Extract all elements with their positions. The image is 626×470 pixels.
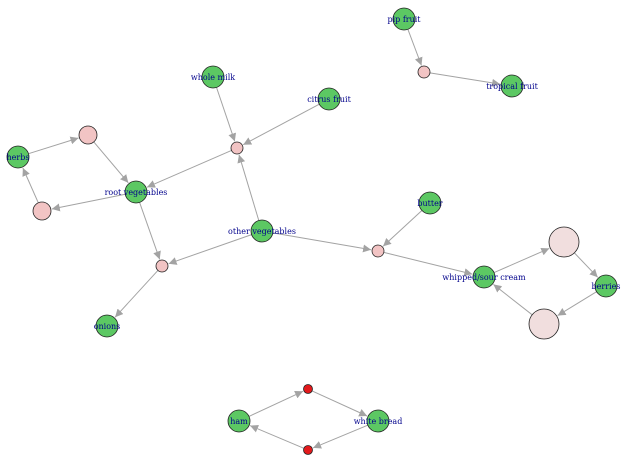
labels-layer: pip fruit tropical fruit whole milk citrus …: [7, 15, 621, 426]
edge-r5-to-onions: [114, 270, 159, 318]
item-label-other_vegetables: other vegetables: [228, 227, 296, 236]
item-label-whole_milk: whole milk: [191, 73, 235, 82]
edge-other_vegetables-to-r6: [272, 232, 372, 253]
item-node-other_vegetables[interactable]: [250, 219, 274, 243]
edge-r8-to-whipped_sour_cream: [493, 284, 533, 316]
item-label-onions: onions: [94, 322, 121, 331]
rule-node-r5[interactable]: [155, 259, 169, 273]
item-label-citrus_fruit: citrus fruit: [307, 95, 351, 104]
item-label-ham: ham: [230, 417, 248, 426]
item-node-pip_fruit[interactable]: [392, 7, 416, 31]
edge-r9-to-white_bread: [311, 390, 368, 417]
item-label-butter: butter: [417, 199, 442, 208]
item-label-herbs: herbs: [7, 153, 30, 162]
edge-butter-to-r6: [382, 210, 423, 247]
item-node-tropical_fruit[interactable]: [500, 74, 524, 98]
rule-node-r10[interactable]: [303, 445, 313, 455]
item-node-root_vegetables[interactable]: [124, 180, 148, 204]
rule-node-r1[interactable]: [417, 65, 431, 79]
item-node-ham[interactable]: [227, 409, 251, 433]
item-label-berries: berries: [592, 282, 621, 291]
edge-root_vegetables-to-r5: [139, 202, 161, 260]
item-label-white_bread: white bread: [354, 417, 403, 426]
item-label-tropical_fruit: tropical fruit: [486, 82, 538, 91]
rule-node-r8[interactable]: [528, 308, 560, 340]
edge-r2-to-root_vegetables: [146, 149, 232, 188]
item-node-herbs[interactable]: [6, 145, 30, 169]
edge-white_bread-to-r10: [312, 424, 368, 449]
nodes-layer: [6, 7, 618, 455]
item-label-pip_fruit: pip fruit: [387, 15, 421, 24]
rule-node-r6[interactable]: [371, 244, 385, 258]
rule-node-r4[interactable]: [32, 201, 52, 221]
item-label-root_vegetables: root vegetables: [105, 188, 168, 197]
rule-node-r3[interactable]: [78, 125, 98, 145]
item-node-whipped_sour_cream[interactable]: [472, 265, 496, 289]
edge-r7-to-berries: [574, 252, 599, 278]
edge-berries-to-r8: [557, 291, 597, 317]
edge-r1-to-tropical_fruit: [429, 72, 501, 87]
rule-node-r2[interactable]: [230, 141, 244, 155]
edge-other_vegetables-to-r5: [168, 234, 252, 265]
edge-root_vegetables-to-r4: [51, 193, 126, 212]
edge-r6-to-whipped_sour_cream: [383, 251, 473, 277]
item-label-whipped_sour_cream: whipped/sour cream: [442, 273, 526, 282]
item-node-whole_milk[interactable]: [201, 65, 225, 89]
edge-pip_fruit-to-r1: [407, 29, 423, 66]
edge-whipped_sour_cream-to-r7: [493, 247, 550, 274]
edges-layer: [22, 29, 599, 449]
item-node-onions[interactable]: [95, 314, 119, 338]
edge-r10-to-ham: [249, 425, 305, 449]
item-node-berries[interactable]: [594, 274, 618, 298]
edge-ham-to-r9: [248, 390, 304, 417]
item-node-citrus_fruit[interactable]: [317, 87, 341, 111]
edge-r4-to-herbs: [22, 167, 39, 204]
edge-other_vegetables-to-r2: [237, 154, 260, 221]
edge-whole_milk-to-r2: [216, 87, 237, 142]
edge-citrus_fruit-to-r2: [242, 103, 320, 146]
rule-node-r7[interactable]: [548, 226, 580, 258]
edge-r3-to-root_vegetables: [93, 141, 129, 184]
edge-herbs-to-r3: [28, 136, 79, 155]
rule-node-r9[interactable]: [303, 384, 313, 394]
item-node-white_bread[interactable]: [366, 409, 390, 433]
item-node-butter[interactable]: [418, 191, 442, 215]
